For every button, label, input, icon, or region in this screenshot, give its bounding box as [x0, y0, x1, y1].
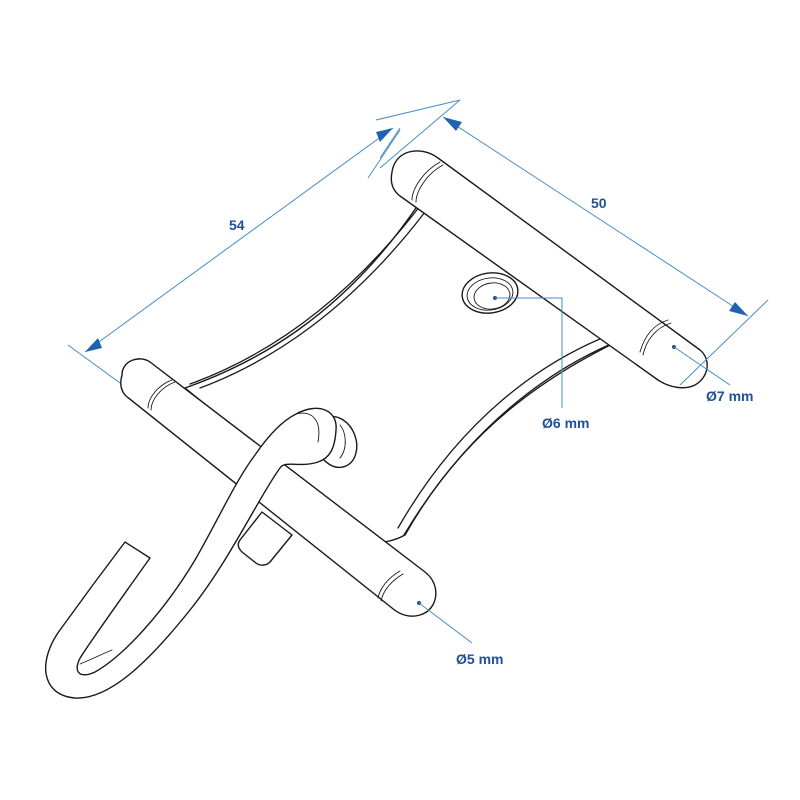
dimension-label-bar-length: 50 [591, 195, 607, 211]
bottom-rod [120, 358, 437, 617]
top-t-bar [390, 150, 708, 389]
leader-o7 [672, 345, 731, 386]
dimension-label-hole-diameter: Ø6 mm [542, 415, 590, 431]
dimension-54 [67, 127, 401, 384]
dimension-50 [375, 99, 769, 386]
s-hook [45, 407, 337, 699]
rivet-tab [237, 511, 293, 566]
dimension-label-plate-length: 54 [229, 217, 245, 233]
dimension-label-rod-diameter: Ø5 mm [456, 651, 504, 667]
countersunk-hole [461, 272, 519, 314]
leader-o5 [417, 601, 473, 644]
dimension-label-bar-diameter: Ø7 mm [706, 388, 754, 404]
leader-o6 [493, 296, 563, 408]
